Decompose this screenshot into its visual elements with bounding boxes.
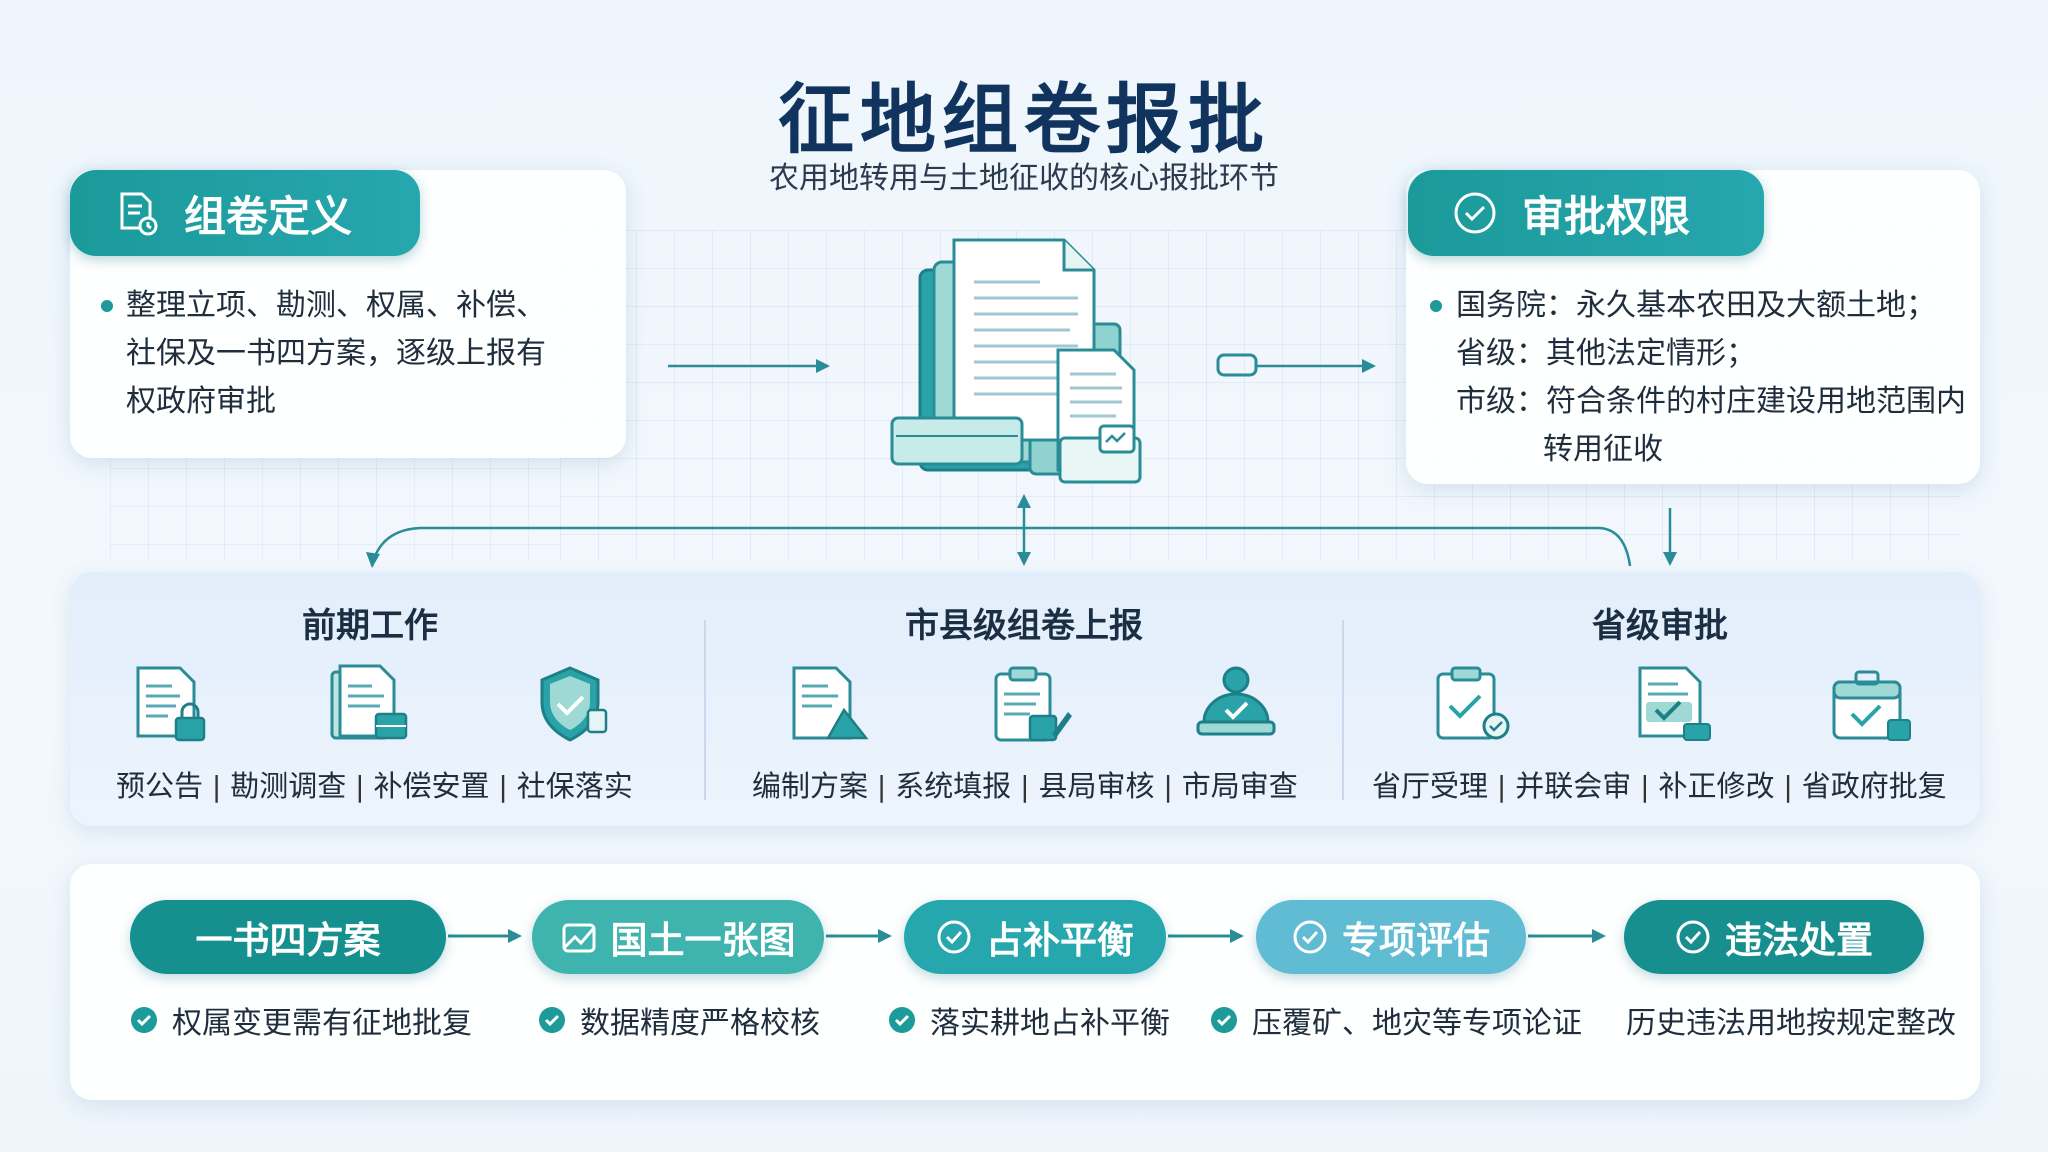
- separator: |: [203, 770, 231, 803]
- requirement-label: 一书四方案: [195, 919, 381, 962]
- document-check-icon: [1638, 666, 1711, 741]
- check-circle-icon: [539, 1007, 565, 1033]
- document-pen-icon: [792, 666, 869, 740]
- check-circle-icon: [1675, 919, 1711, 955]
- document-clock-icon: [114, 190, 160, 236]
- document-lock-icon: [136, 666, 206, 742]
- page-title: 征地组卷报批: [778, 75, 1270, 164]
- briefcase-check-icon: [1832, 670, 1911, 741]
- authority-line: 市级：符合条件的村庄建设用地范围内: [1456, 384, 1966, 419]
- requirement-label: 占补平衡: [986, 919, 1134, 962]
- requirement-pill-assessment: 专项评估: [1256, 900, 1526, 974]
- definition-line: 权政府审批: [126, 384, 276, 419]
- requirement-note-text: 权属变更需有征地批复: [172, 1006, 472, 1041]
- requirement-note: 历史违法用地按规定整改: [1626, 998, 1956, 1042]
- bullet-dot: [1430, 300, 1442, 312]
- requirement-note: 落实耕地占补平衡: [888, 998, 1170, 1042]
- requirement-label: 国土一张图: [610, 919, 796, 962]
- separator: |: [1488, 770, 1516, 803]
- stage-item: 并联会审: [1515, 769, 1632, 803]
- stage-title-county: 市县级组卷上报: [905, 606, 1143, 646]
- stage-title-province: 省级审批: [1592, 606, 1728, 646]
- stage-item: 系统填报: [895, 769, 1012, 803]
- check-circle-icon: [1211, 1007, 1237, 1033]
- stage-item: 社保落实: [516, 769, 633, 803]
- stage-item: 勘测调查: [230, 769, 347, 803]
- check-circle-icon: [131, 1007, 157, 1033]
- definition-line: 社保及一书四方案，逐级上报有: [126, 336, 546, 371]
- definition-text: 整理立项、勘测、权属、补偿、 社保及一书四方案，逐级上报有 权政府审批: [126, 282, 616, 426]
- definition-heading-pill: 组卷定义: [70, 170, 420, 256]
- requirement-note: 压覆矿、地灾等专项论证: [1210, 998, 1582, 1042]
- stage-item: 预公告: [116, 769, 204, 803]
- requirement-note-text: 压覆矿、地灾等专项论证: [1252, 1006, 1582, 1041]
- stage-item: 补偿安置: [373, 769, 490, 803]
- check-circle-icon: [1452, 190, 1498, 236]
- check-circle-icon: [889, 1007, 915, 1033]
- requirement-label: 违法处置: [1725, 919, 1873, 962]
- connectors: [366, 353, 1677, 568]
- separator: |: [1774, 770, 1802, 803]
- authority-heading: 审批权限: [1522, 191, 1691, 241]
- bullet-dot: [101, 300, 113, 312]
- definition-line: 整理立项、勘测、权属、补偿、: [126, 288, 546, 323]
- page-subtitle: 农用地转用与土地征收的核心报批环节: [769, 161, 1279, 196]
- stage-item: 补正修改: [1658, 769, 1775, 803]
- requirement-pill-violation: 违法处置: [1624, 900, 1924, 974]
- requirement-note-text: 数据精度严格校核: [580, 1006, 820, 1041]
- requirement-label: 专项评估: [1342, 919, 1490, 962]
- authority-line: 国务院：永久基本农田及大额土地；: [1456, 288, 1936, 323]
- authority-heading-pill: 审批权限: [1408, 170, 1764, 256]
- reviewer-icon: [1196, 666, 1276, 736]
- requirement-note-text: 历史违法用地按规定整改: [1626, 1006, 1956, 1041]
- check-circle-icon: [1292, 919, 1328, 955]
- requirement-note: 权属变更需有征地批复: [130, 998, 472, 1042]
- authority-text: 国务院：永久基本农田及大额土地； 省级：其他法定情形； 市级：符合条件的村庄建设…: [1456, 282, 1976, 474]
- check-circle-icon: [936, 919, 972, 955]
- requirement-note: 数据精度严格校核: [538, 998, 820, 1042]
- stage-divider: [704, 620, 706, 800]
- separator: |: [868, 770, 896, 803]
- survey-document-icon: [330, 664, 408, 740]
- definition-heading: 组卷定义: [184, 191, 353, 241]
- stage-title-preliminary: 前期工作: [302, 606, 438, 646]
- requirement-pill-plan: 一书四方案: [130, 900, 446, 974]
- separator: |: [489, 770, 517, 803]
- shield-check-icon: [540, 666, 608, 742]
- separator: |: [346, 770, 374, 803]
- separator: |: [1154, 770, 1182, 803]
- stage-divider: [1342, 620, 1344, 800]
- stage-item: 编制方案: [752, 769, 869, 803]
- map-check-icon: [561, 919, 597, 955]
- clipboard-edit-icon: [994, 666, 1072, 742]
- document-stack-icon: [890, 238, 1142, 484]
- stage-item: 县局审核: [1038, 769, 1155, 803]
- requirement-note-text: 落实耕地占补平衡: [930, 1006, 1170, 1041]
- requirement-pill-balance: 占补平衡: [904, 900, 1166, 974]
- authority-line: 转用征收: [1543, 432, 1663, 467]
- clipboard-check-icon: [1436, 666, 1510, 740]
- stage-labels-county: 编制方案 | 系统填报 | 县局审核 | 市局审查: [752, 763, 1298, 805]
- separator: |: [1631, 770, 1659, 803]
- requirement-arrows: [448, 929, 1606, 943]
- stage-item: 市局审查: [1181, 769, 1298, 803]
- authority-line: 省级：其他法定情形；: [1456, 336, 1756, 371]
- stage-labels-province: 省厅受理 | 并联会审 | 补正修改 | 省政府批复: [1372, 763, 1947, 805]
- stage-item: 省政府批复: [1801, 769, 1947, 803]
- stage-labels-preliminary: 预公告 | 勘测调查 | 补偿安置 | 社保落实: [116, 763, 633, 805]
- stage-item: 省厅受理: [1372, 769, 1489, 803]
- separator: |: [1011, 770, 1039, 803]
- requirement-pill-map: 国土一张图: [532, 900, 824, 974]
